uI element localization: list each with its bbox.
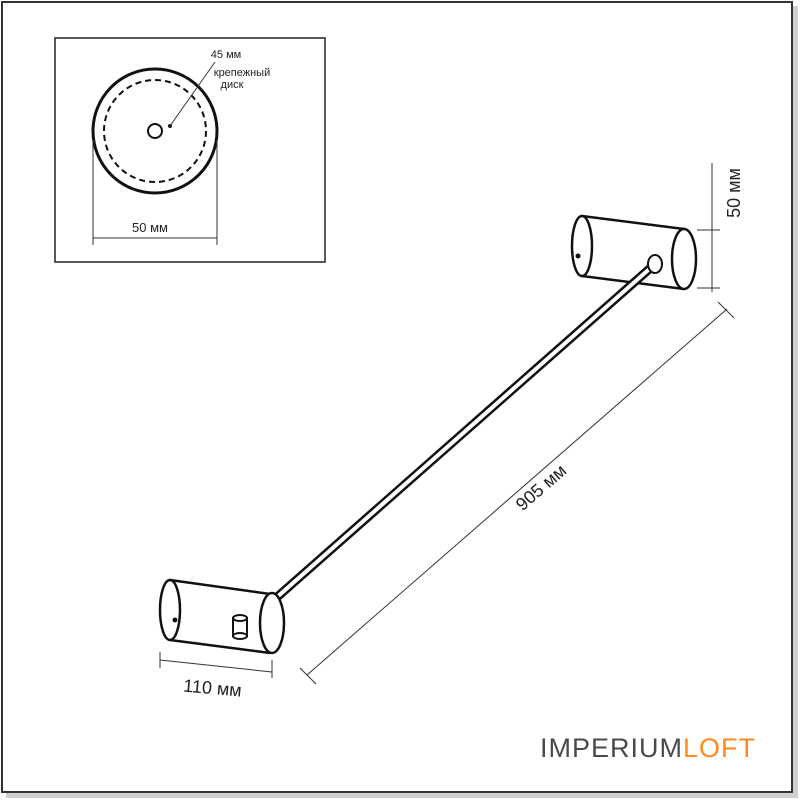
diameter-label: 50 мм	[132, 220, 168, 235]
top-mount-face	[670, 227, 698, 291]
disk-desc-line1: крепежный	[214, 67, 270, 79]
height-label: 50 мм	[724, 168, 744, 218]
dim-height: 50 мм	[697, 163, 744, 292]
rod-end-cap	[647, 254, 663, 274]
bottom-mount-screw	[172, 617, 178, 623]
brand-logo: IMPERIUMLOFT	[540, 733, 756, 764]
top-mount-back	[570, 214, 594, 278]
center-hole	[147, 123, 163, 139]
light-rod	[271, 254, 663, 603]
bottom-mount	[158, 578, 286, 655]
leader-line	[169, 61, 216, 127]
brand-part1: IMPERIUM	[540, 733, 683, 763]
brand-part2: LOFT	[683, 733, 757, 763]
mounting-disk-dashed	[103, 79, 207, 183]
inset-panel: 45 мм крепежный диск 50 мм	[54, 37, 326, 263]
disk-size-label: 45 мм	[211, 49, 241, 61]
switch-knob-top	[232, 614, 248, 622]
bottom-mount-back	[158, 578, 182, 642]
bottom-mount-face	[258, 591, 286, 655]
top-mount	[570, 214, 698, 291]
top-mount-screw	[575, 253, 581, 259]
disk-desc-line2: диск	[221, 79, 244, 91]
